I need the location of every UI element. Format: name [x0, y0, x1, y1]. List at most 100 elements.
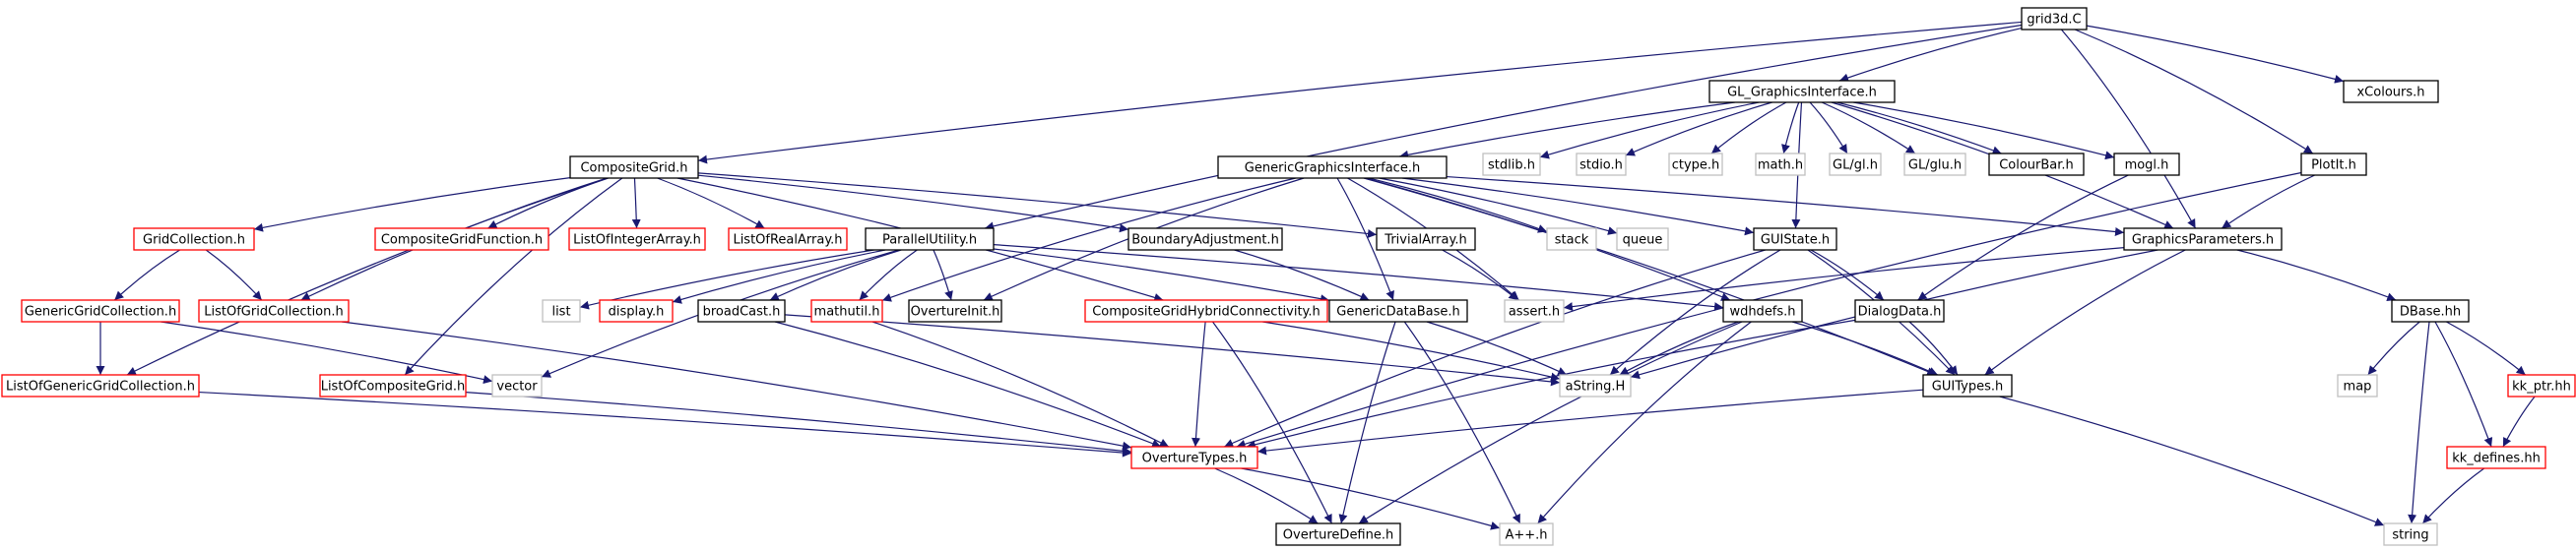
edge-genericdatabase-to-astring	[1426, 321, 1568, 376]
edge-gl-gi-to-ggi	[1399, 101, 1735, 159]
node-guistate-h[interactable]: GUIState.h	[1753, 227, 1837, 251]
node-label-boundaryadjustment-h: BoundaryAdjustment.h	[1131, 233, 1279, 248]
node-compositegridhybridconnectivity-h[interactable]: CompositeGridHybridConnectivity.h	[1084, 299, 1328, 323]
node-box-gridcollection-h	[133, 227, 255, 251]
edge-cghybrid-to-overturetypes	[1191, 321, 1206, 448]
node-display-h[interactable]: display.h	[599, 299, 674, 323]
node-kk-defines-hh[interactable]: kk_defines.hh	[2446, 446, 2546, 469]
node-mathutil-h[interactable]: mathutil.h	[810, 299, 883, 323]
node-label-astring-h: aString.H	[1566, 380, 1626, 395]
node-overtureinit-h[interactable]: OvertureInit.h	[908, 299, 1002, 323]
edge-listofgridcoll-to-overturetypes	[341, 321, 1132, 451]
edge-listofgenericgridcoll-to-overturetypes	[198, 391, 1132, 458]
node-listofrealarray-h[interactable]: ListOfRealArray.h	[728, 227, 848, 251]
node-label-string: string	[2392, 528, 2428, 543]
node-label-graphicsparameters-h: GraphicsParameters.h	[2132, 233, 2274, 248]
node-dbase-hh[interactable]: DBase.hh	[2391, 299, 2470, 323]
edge-dialogdata-to-overturetypes	[1246, 319, 1856, 450]
node-label-listofrealarray-h: ListOfRealArray.h	[733, 233, 842, 248]
edge-guistate-to-overturetypes	[1223, 249, 1766, 448]
node-box-assert-h	[1504, 299, 1565, 323]
edge-compositegrid-to-boundaryadj	[697, 174, 1129, 233]
node-label-genericgraphicsinterface-h: GenericGraphicsInterface.h	[1245, 161, 1420, 176]
node-parallelutility-h[interactable]: ParallelUtility.h	[865, 227, 995, 251]
node-label-compositegridfunction-h: CompositeGridFunction.h	[381, 233, 543, 248]
node-label-broadcast-h: broadCast.h	[703, 305, 781, 320]
node-listofgenericgridcollection-h[interactable]: ListOfGenericGridCollection.h	[1, 374, 200, 398]
node-label-listofcompositegrid-h: ListOfCompositeGrid.h	[321, 380, 466, 395]
edge-guitypes-to-overturetypes	[1256, 389, 1924, 456]
node-compositegrid-h[interactable]: CompositeGrid.h	[569, 155, 699, 179]
node-genericdatabase-h[interactable]: GenericDataBase.h	[1328, 299, 1468, 323]
node-box-queue	[1616, 227, 1669, 251]
node-label-genericgridcollection-h: GenericGridCollection.h	[25, 305, 176, 320]
edge-gl-gi-to-glglu	[1821, 101, 1916, 154]
node-broadcast-h[interactable]: broadCast.h	[697, 299, 786, 323]
node-gridcollection-h[interactable]: GridCollection.h	[133, 227, 255, 251]
node-box-gl-gl-h	[1829, 153, 1882, 176]
node-label-dialogdata-h: DialogData.h	[1858, 305, 1942, 320]
node-dialogdata-h[interactable]: DialogData.h	[1854, 299, 1945, 323]
edge-parallelutility-to-wdhdefs	[993, 244, 1724, 312]
node-box-display-h	[599, 299, 674, 323]
node-wdhdefs-h[interactable]: wdhdefs.h	[1722, 299, 1803, 323]
node-graphicsparameters-h[interactable]: GraphicsParameters.h	[2123, 227, 2283, 251]
node-genericgridcollection-h[interactable]: GenericGridCollection.h	[21, 299, 180, 323]
node-box-map	[2337, 374, 2378, 398]
node-box-wdhdefs-h	[1722, 299, 1803, 323]
node-box-listofgridcollection-h	[198, 299, 350, 323]
node-kk-ptr-hh[interactable]: kk_ptr.hh	[2507, 374, 2576, 398]
dependency-edges	[96, 21, 2536, 530]
node-label-grid3d-c: grid3d.C	[2027, 13, 2081, 28]
node-a-h: A++.h	[1499, 522, 1554, 546]
edge-gridcollection-to-listofgridcoll	[205, 249, 263, 301]
node-box-xcolours-h	[2343, 80, 2439, 103]
node-box-colourbar-h	[1988, 153, 2085, 176]
node-genericgraphicsinterface-h[interactable]: GenericGraphicsInterface.h	[1217, 155, 1448, 179]
node-listofgridcollection-h[interactable]: ListOfGridCollection.h	[198, 299, 350, 323]
edge-dbase-to-string	[2408, 321, 2430, 524]
edge-plotit-to-overturetypes	[1236, 171, 2302, 449]
edge-compositegrid-to-trivialarray	[697, 172, 1378, 238]
node-label-overturetypes-h: OvertureTypes.h	[1142, 452, 1248, 466]
node-box-grid3d-c	[2021, 7, 2088, 31]
node-label-stack: stack	[1555, 233, 1589, 248]
edge-ggi-to-guistate	[1401, 177, 1755, 236]
node-label-guitypes-h: GUITypes.h	[1932, 380, 2003, 395]
node-gl-graphicsinterface-h[interactable]: GL_GraphicsInterface.h	[1708, 80, 1896, 103]
node-trivialarray-h[interactable]: TrivialArray.h	[1376, 227, 1476, 251]
edge-broadcast-to-overturetypes	[774, 321, 1162, 448]
node-boundaryadjustment-h[interactable]: BoundaryAdjustment.h	[1127, 227, 1283, 251]
node-colourbar-h[interactable]: ColourBar.h	[1988, 153, 2085, 176]
node-compositegridfunction-h[interactable]: CompositeGridFunction.h	[374, 227, 549, 251]
edge-compositegrid-to-listofgenericgridcoll	[126, 177, 609, 376]
node-ctype-h: ctype.h	[1668, 153, 1723, 176]
node-box-listofintegerarray-h	[568, 227, 706, 251]
node-mogl-h[interactable]: mogl.h	[2113, 153, 2180, 176]
node-box-overturetypes-h	[1130, 446, 1258, 469]
node-overturedefine-h[interactable]: OvertureDefine.h	[1275, 522, 1401, 546]
node-guitypes-h[interactable]: GUITypes.h	[1922, 374, 2013, 398]
edge-grid3d-to-plotit	[2074, 29, 2314, 154]
node-assert-h: assert.h	[1504, 299, 1565, 323]
node-plotit-h[interactable]: PlotIt.h	[2300, 153, 2367, 176]
edge-compositegrid-to-gridcollection	[253, 177, 571, 232]
node-overturetypes-h[interactable]: OvertureTypes.h	[1130, 446, 1258, 469]
node-label-plotit-h: PlotIt.h	[2311, 158, 2356, 173]
edge-kkdefines-to-string	[2421, 467, 2485, 524]
node-box-mogl-h	[2113, 153, 2180, 176]
node-listofintegerarray-h[interactable]: ListOfIntegerArray.h	[568, 227, 706, 251]
edge-ggi-to-graphicsparams	[1446, 175, 2125, 236]
node-math-h: math.h	[1755, 153, 1806, 176]
node-grid3d-c[interactable]: grid3d.C	[2021, 7, 2088, 31]
edge-compositegrid-to-listofcompositegrid	[404, 177, 623, 376]
edge-genericdatabase-to-overturedefine	[1338, 321, 1396, 524]
edge-parallelutility-to-display	[672, 249, 886, 304]
node-listofcompositegrid-h[interactable]: ListOfCompositeGrid.h	[319, 374, 467, 398]
node-label-parallelutility-h: ParallelUtility.h	[882, 233, 977, 248]
node-box-boundaryadjustment-h	[1127, 227, 1283, 251]
node-xcolours-h[interactable]: xColours.h	[2343, 80, 2439, 103]
edge-graphicsparams-to-guitypes	[1984, 249, 2186, 376]
node-label-mathutil-h: mathutil.h	[814, 305, 880, 320]
node-queue: queue	[1616, 227, 1669, 251]
